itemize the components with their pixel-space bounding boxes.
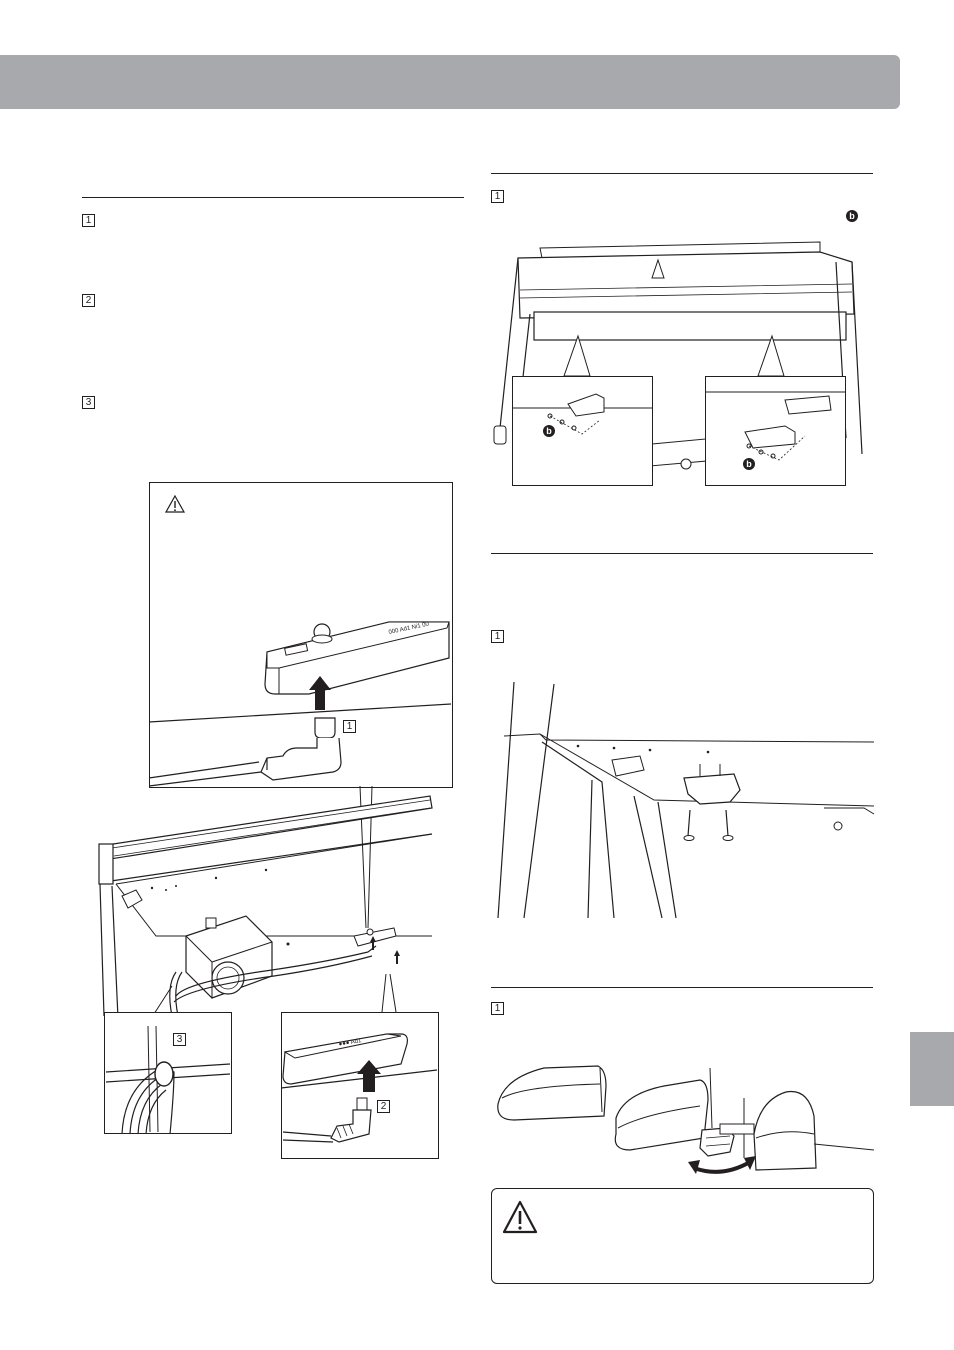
- inset-callout-1: 1: [343, 720, 356, 733]
- screw-b-badge-left: b: [543, 425, 555, 437]
- right-mid-step-1-marker: 1: [491, 630, 504, 643]
- cable-clip-detail-drawing: [105, 1025, 231, 1135]
- left-section-rule: [82, 197, 464, 198]
- warning-triangle-icon: [502, 1200, 538, 1234]
- section-side-tab: [910, 1032, 954, 1106]
- plug-detail-drawing: ●●● Ad1: [280, 1033, 438, 1143]
- screw-b-badge-right: b: [743, 458, 755, 470]
- header-band: [0, 55, 900, 109]
- pedal-caution-box: [491, 1188, 874, 1284]
- screw-b-badge-header: b: [846, 210, 858, 222]
- left-step-1-marker: 1: [82, 214, 95, 227]
- piano-underside-drawing: [493, 241, 863, 470]
- warning-triangle-icon: [164, 494, 186, 513]
- left-step-3-marker: 3: [82, 396, 95, 409]
- right-mid-section-rule: [491, 553, 873, 554]
- plug-callout-2: 2: [377, 1100, 390, 1113]
- right-top-section-rule: [491, 173, 873, 174]
- pedal-support-drawing: [497, 681, 875, 919]
- left-step-2-marker: 2: [82, 294, 95, 307]
- right-top-step-1-marker: 1: [491, 190, 504, 203]
- svg-text:●●● Ad1: ●●● Ad1: [338, 1038, 362, 1048]
- right-bottom-step-1-marker: 1: [491, 1002, 504, 1015]
- left-screw-zoom-figure: [512, 376, 653, 486]
- right-screw-zoom-drawing: [705, 391, 845, 461]
- piano-rear-cable-drawing: [98, 785, 433, 1019]
- right-bottom-section-rule: [491, 987, 873, 988]
- cable-caution-inset-drawing: 000 Ad1 Ni1 00: [148, 494, 452, 787]
- left-screw-zoom-drawing: [512, 393, 652, 435]
- clip-callout-3: 3: [173, 1033, 186, 1046]
- pedal-adjuster-drawing: [497, 1065, 875, 1174]
